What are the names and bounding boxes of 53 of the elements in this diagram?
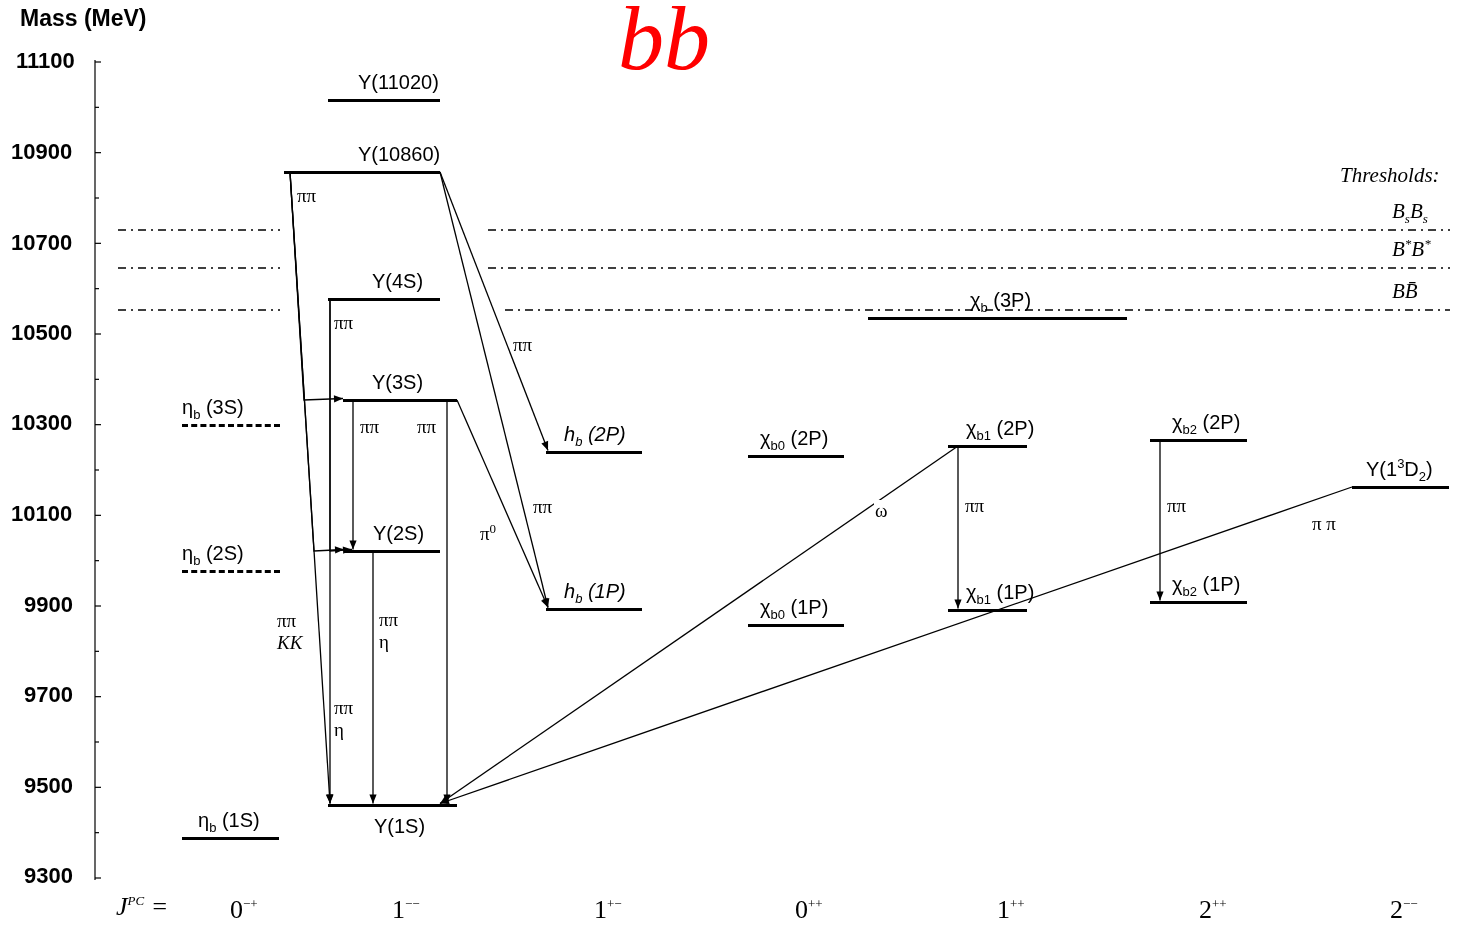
level-label: Υ(11020) — [358, 69, 439, 95]
transition-arrow — [954, 445, 962, 610]
threshold-label: B$_{s}$B$_{s}$ — [1392, 200, 1428, 224]
tick-label: 10300 — [11, 411, 73, 436]
quantum-number-label: 1$^{+−}$ — [594, 896, 622, 925]
axis-title: Mass (MeV) — [20, 6, 147, 32]
transition-arrow — [1156, 439, 1164, 602]
level-label: χ$_{b2}$ (2P) — [1172, 409, 1241, 435]
quantum-number-label: 1$^{−−}$ — [392, 896, 420, 925]
quantum-number-label: 2$^{−−}$ — [1390, 896, 1418, 925]
tick-label: 9900 — [24, 593, 73, 618]
threshold-label: BB̄ — [1392, 280, 1418, 304]
diagram-title: bb — [618, 0, 710, 84]
level-label: Υ(3S) — [372, 369, 424, 395]
quantum-number-label: 0$^{++}$ — [795, 896, 823, 925]
level-label: η$_{b}$ (1S) — [198, 807, 260, 833]
transition-arrow — [326, 298, 334, 805]
level-label: χ$_{b0}$ (2P) — [760, 425, 829, 451]
transition-arrow — [349, 399, 357, 551]
tick-label: 10500 — [11, 321, 73, 346]
level-label: χ$_{b1}$ (1P) — [966, 579, 1035, 605]
level-label: χ$_{b1}$ (2P) — [966, 415, 1035, 441]
quantum-number-label: J$^{PC}$ = — [116, 893, 169, 922]
transition-arrow — [369, 550, 377, 805]
tick-label: 10100 — [11, 502, 73, 527]
level-label: Υ(4S) — [372, 268, 424, 294]
level-label: Υ(1$^{3}$D$_{2}$) — [1366, 455, 1433, 482]
level-label: χ$_{b2}$ (1P) — [1172, 571, 1241, 597]
quantum-number-label: 1$^{++}$ — [997, 896, 1025, 925]
level-label: h$_{b}$ (2P) — [564, 421, 626, 447]
tick-label: 11100 — [16, 49, 75, 74]
level-label: χ$_{b0}$ (1P) — [760, 594, 829, 620]
tick-label: 10900 — [11, 140, 73, 165]
level-label: η$_{b}$ (2S) — [182, 540, 244, 566]
tick-label: 9500 — [24, 774, 73, 799]
transition-arrow — [439, 445, 959, 805]
tick-label: 10700 — [11, 231, 73, 256]
level-label: η$_{b}$ (3S) — [182, 394, 244, 420]
threshold-label: B$^{*}$B$^{*}$ — [1392, 238, 1431, 262]
tick-label: 9300 — [24, 864, 73, 889]
level-label: χ$_{b}$ (3P) — [970, 287, 1032, 313]
transition-arrow — [439, 171, 549, 452]
level-label: Υ(1S) — [374, 813, 426, 839]
level-label: Υ(10860) — [358, 141, 441, 167]
level-label: Υ(2S) — [373, 520, 425, 546]
quantum-number-label: 0$^{−+}$ — [230, 896, 258, 925]
quantum-number-label: 2$^{++}$ — [1199, 896, 1227, 925]
level-label: h$_{b}$ (1P) — [564, 578, 626, 604]
threshold-label: Thresholds: — [1340, 164, 1440, 188]
transition-arrow — [456, 399, 549, 609]
tick-label: 9700 — [24, 683, 73, 708]
transition-arrow — [439, 486, 1353, 805]
transition-arrow — [439, 171, 550, 609]
